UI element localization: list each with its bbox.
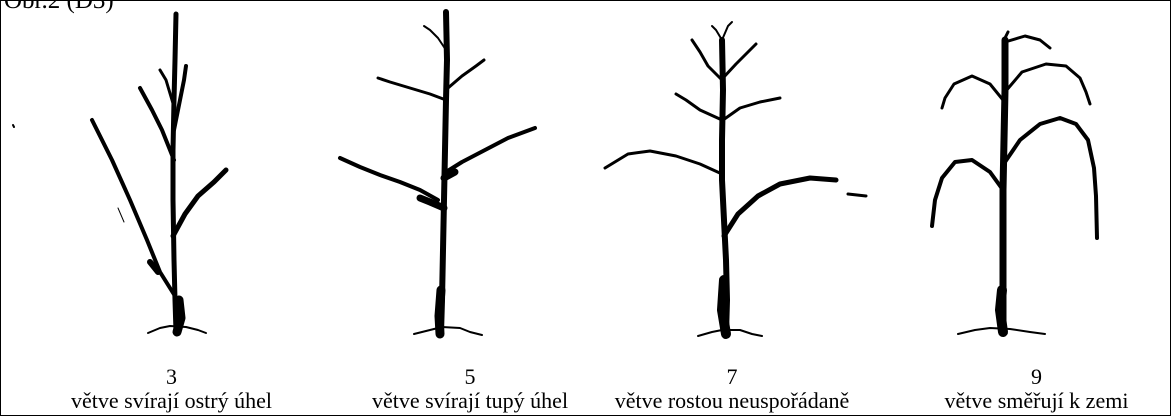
panel-number: 9 (1031, 364, 1042, 389)
tree-acute-angle-icon (12, 11, 229, 337)
panel-number: 3 (166, 364, 177, 389)
panel-number: 5 (464, 364, 476, 389)
tree-irregular-icon (603, 21, 868, 339)
panel-number: 7 (726, 364, 738, 389)
panel-description: větve svírají tupý úhel (371, 388, 569, 413)
panel-caption-5: 5 větve svírají tupý úhel (320, 366, 620, 412)
tree-weeping-icon (930, 30, 1099, 337)
tree-obtuse-angle-icon (338, 9, 537, 339)
figure-title: Obr.2 (D3) (4, 0, 114, 14)
panel-description: větve směřují k zemi (944, 388, 1129, 413)
panel-caption-3: 3 větve svírají ostrý úhel (0, 366, 343, 412)
panel-caption-7: 7 větve rostou neuspořádaně (572, 366, 892, 412)
panel-description: větve svírají ostrý úhel (70, 388, 272, 413)
panel-description: větve rostou neuspořádaně (614, 388, 850, 413)
panel-caption-9: 9 větve směřují k zemi (902, 366, 1171, 412)
